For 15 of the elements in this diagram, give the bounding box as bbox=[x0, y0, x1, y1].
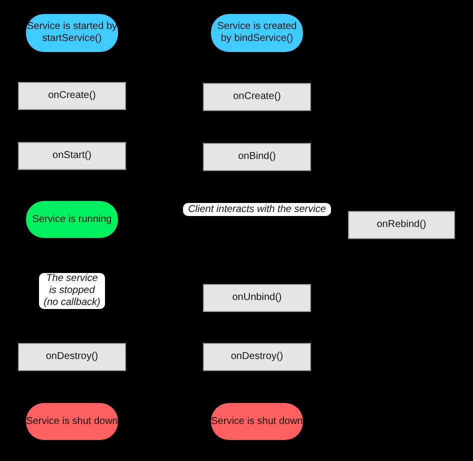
end-terminal: Service is shut down bbox=[26, 403, 118, 440]
process-box: onCreate() bbox=[203, 83, 311, 111]
start-terminal: Service is started by startService() bbox=[26, 14, 118, 52]
process-box: onDestroy() bbox=[203, 343, 311, 371]
process-box: onCreate() bbox=[18, 82, 126, 110]
process-box: onBind() bbox=[203, 143, 311, 171]
note-label: Client interacts with the service bbox=[183, 203, 331, 216]
note-label: The service is stopped (no callback) bbox=[39, 273, 105, 309]
process-box: onRebind() bbox=[348, 211, 455, 239]
end-terminal: Service is shut down bbox=[211, 403, 303, 440]
process-box: onStart() bbox=[18, 142, 126, 170]
state-terminal: Service is running bbox=[26, 201, 118, 238]
process-box: onUnbind() bbox=[203, 284, 311, 312]
process-box: onDestroy() bbox=[18, 343, 126, 371]
start-terminal: Service is created by bindService() bbox=[211, 14, 303, 52]
